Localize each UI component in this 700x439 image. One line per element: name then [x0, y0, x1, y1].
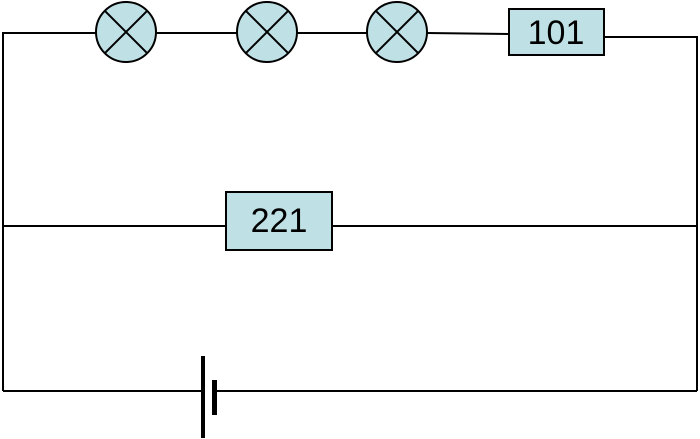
lamp-3-icon — [366, 1, 428, 63]
resistor-label: 221 — [251, 202, 308, 240]
resistor-label: 101 — [528, 14, 585, 52]
wire-top-right — [604, 36, 698, 391]
resistor-221: 221 — [225, 191, 333, 251]
battery — [201, 356, 217, 438]
battery-short-plate — [212, 380, 217, 415]
battery-long-plate — [201, 356, 205, 438]
wire-lamp3-resistor — [426, 32, 510, 35]
resistor-101: 101 — [508, 8, 605, 56]
lamp-1-icon — [95, 1, 157, 63]
wire-top-left — [2, 32, 96, 391]
lamp-2-icon — [236, 1, 298, 63]
